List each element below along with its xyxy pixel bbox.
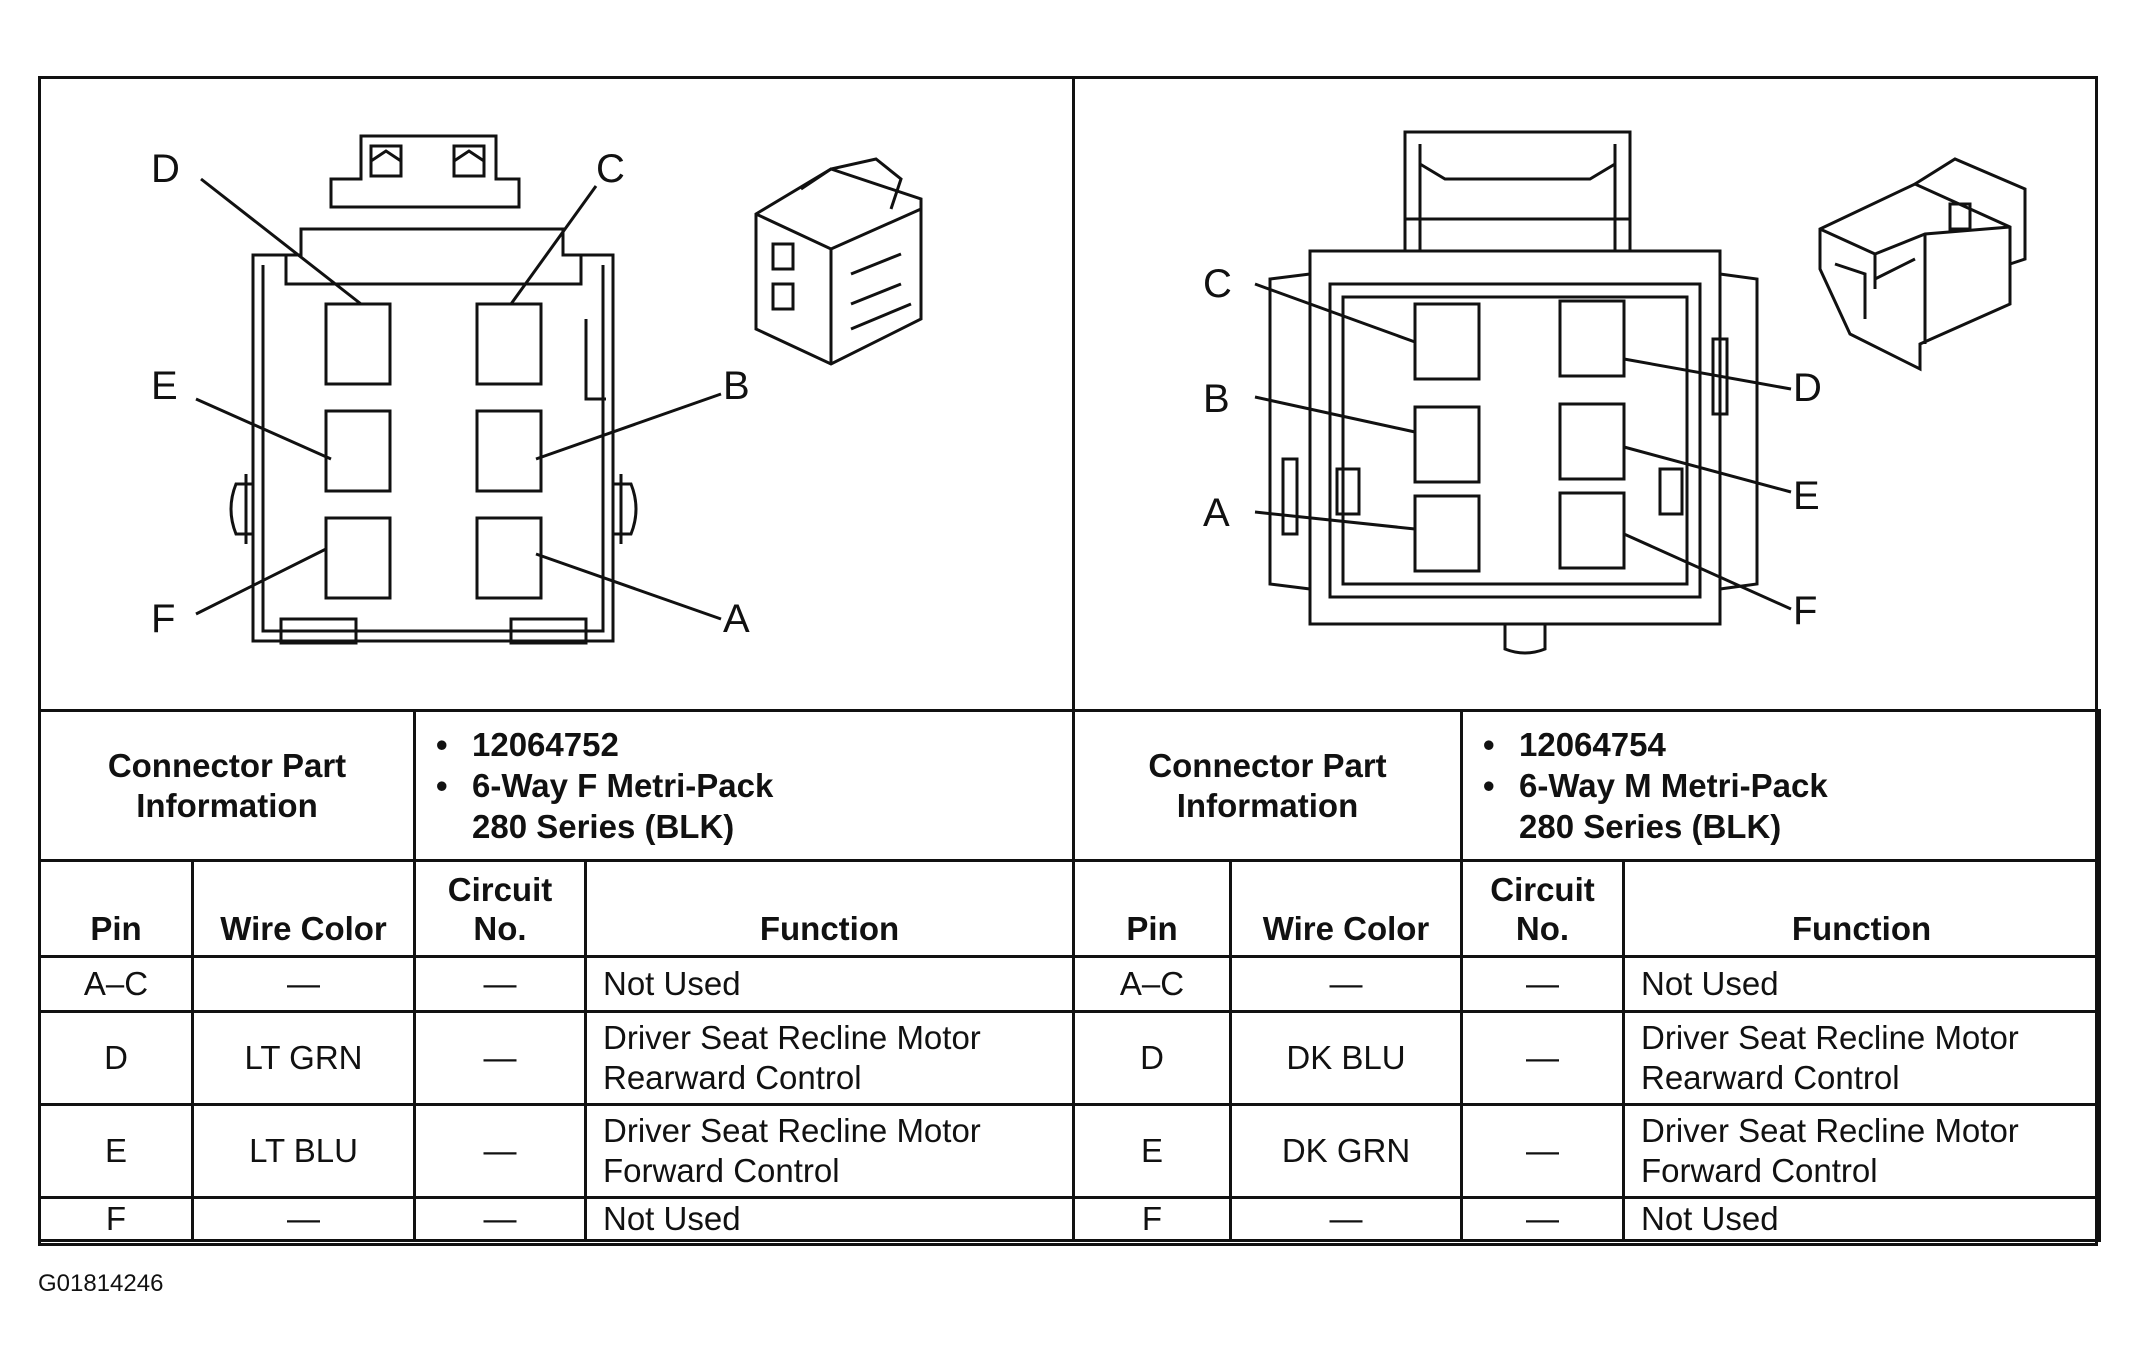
info-row: Connector Part Information •12064754 •6-…: [1072, 709, 2101, 862]
pin-label-b: B: [723, 364, 750, 408]
header-circuit: Circuit No.: [413, 859, 587, 958]
header-row: Pin Wire Color Circuit No. Function: [1072, 859, 2101, 958]
part-info: •12064754 •6-Way M Metri-Pack 280 Series…: [1460, 709, 2101, 862]
function-cell: Not Used: [1622, 955, 2101, 1013]
pin-label-a: A: [1203, 491, 1230, 535]
female-connector-face-view: D C E B F A: [151, 134, 923, 645]
header-circuit: Circuit No.: [1460, 859, 1625, 958]
pin-label-c: C: [596, 147, 625, 191]
circuit-cell: —: [413, 955, 587, 1013]
pin-label-d: D: [151, 147, 180, 191]
function-cell: Not Used: [584, 955, 1075, 1013]
header-function: Function: [1622, 859, 2101, 958]
pin-label-e: E: [151, 364, 178, 408]
table-row: E DK GRN — Driver Seat Recline Motor For…: [1072, 1103, 2101, 1199]
left-connector-diagram: D C E B F A: [41, 79, 1075, 709]
pin-label-e: E: [1793, 474, 1820, 518]
wire-color-cell: —: [191, 955, 416, 1013]
info-label: Connector Part Information: [1072, 709, 1463, 862]
circuit-cell: —: [1460, 1195, 1625, 1243]
wire-color-cell: —: [1229, 955, 1463, 1013]
header-pin: Pin: [1072, 859, 1232, 958]
wire-color-cell: —: [1229, 1195, 1463, 1243]
pin-cell: A–C: [38, 955, 194, 1013]
circuit-cell: —: [413, 1195, 587, 1243]
info-row: Connector Part Information •12064752 •6-…: [38, 709, 1075, 862]
table-row: A–C — — Not Used: [1072, 955, 2101, 1013]
table-row: F — — Not Used: [38, 1195, 1075, 1243]
circuit-cell: —: [1460, 1103, 1625, 1199]
pin-label-a: A: [723, 597, 750, 641]
part-number: 12064754: [1519, 725, 1666, 763]
pin-cell: F: [38, 1195, 194, 1243]
right-connector-table: Connector Part Information •12064754 •6-…: [1072, 709, 2101, 1243]
function-cell: Driver Seat Recline Motor Rearward Contr…: [584, 1010, 1075, 1106]
pin-label-c: C: [1203, 262, 1232, 306]
part-number: 12064752: [472, 725, 619, 763]
connector-sheet: D C E B F A: [38, 76, 2101, 1246]
pin-label-f: F: [151, 597, 175, 641]
info-label: Connector Part Information: [38, 709, 416, 862]
function-cell: Driver Seat Recline Motor Forward Contro…: [584, 1103, 1075, 1199]
pin-label-d: D: [1793, 366, 1822, 410]
pin-cell: E: [1072, 1103, 1232, 1199]
header-pin: Pin: [38, 859, 194, 958]
wire-color-cell: DK BLU: [1229, 1010, 1463, 1106]
male-connector-face-view: C B A D E F: [1203, 130, 2027, 655]
circuit-cell: —: [413, 1103, 587, 1199]
function-cell: Driver Seat Recline Motor Forward Contro…: [1622, 1103, 2101, 1199]
table-row: D LT GRN — Driver Seat Recline Motor Rea…: [38, 1010, 1075, 1106]
pin-cell: E: [38, 1103, 194, 1199]
description-line2: 280 Series (BLK): [472, 808, 735, 846]
function-cell: Not Used: [1622, 1195, 2101, 1243]
header-wire-color: Wire Color: [1229, 859, 1463, 958]
table-row: A–C — — Not Used: [38, 955, 1075, 1013]
pin-label-f: F: [1793, 589, 1817, 633]
header-wire-color: Wire Color: [191, 859, 416, 958]
wire-color-cell: LT GRN: [191, 1010, 416, 1106]
part-info: •12064752 •6-Way F Metri-Pack 280 Series…: [413, 709, 1075, 862]
wire-color-cell: —: [191, 1195, 416, 1243]
description-line2: 280 Series (BLK): [1519, 808, 1782, 846]
circuit-cell: —: [1460, 955, 1625, 1013]
table-row: F — — Not Used: [1072, 1195, 2101, 1243]
pin-cell: F: [1072, 1195, 1232, 1243]
left-connector-table: Connector Part Information •12064752 •6-…: [38, 709, 1075, 1243]
pin-cell: A–C: [1072, 955, 1232, 1013]
pin-cell: D: [38, 1010, 194, 1106]
pin-label-b: B: [1203, 377, 1230, 421]
wire-color-cell: DK GRN: [1229, 1103, 1463, 1199]
figure-id: G01814246: [38, 1270, 164, 1297]
table-row: E LT BLU — Driver Seat Recline Motor For…: [38, 1103, 1075, 1199]
wire-color-cell: LT BLU: [191, 1103, 416, 1199]
table-row: D DK BLU — Driver Seat Recline Motor Rea…: [1072, 1010, 2101, 1106]
circuit-cell: —: [413, 1010, 587, 1106]
header-row: Pin Wire Color Circuit No. Function: [38, 859, 1075, 958]
function-cell: Driver Seat Recline Motor Rearward Contr…: [1622, 1010, 2101, 1106]
header-function: Function: [584, 859, 1075, 958]
circuit-cell: —: [1460, 1010, 1625, 1106]
pin-cell: D: [1072, 1010, 1232, 1106]
description-line1: 6-Way M Metri-Pack: [1519, 766, 1828, 804]
description-line1: 6-Way F Metri-Pack: [472, 766, 774, 804]
right-connector-diagram: C B A D E F: [1075, 79, 2098, 709]
function-cell: Not Used: [584, 1195, 1075, 1243]
